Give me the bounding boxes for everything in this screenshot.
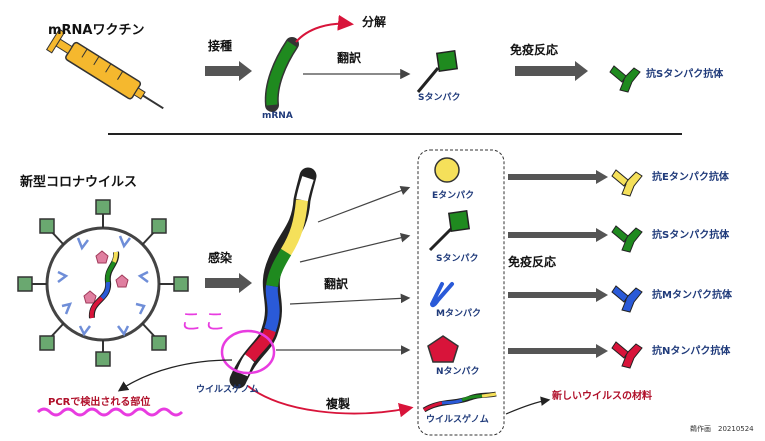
label-translation-top: 翻訳 xyxy=(337,51,362,65)
degradation-arrow-icon xyxy=(295,14,354,43)
label-anti-s-top: 抗Sタンパク抗体 xyxy=(646,69,724,80)
label-anti-e: 抗Eタンパク抗体 xyxy=(652,172,729,183)
s-protein-bottom-icon xyxy=(428,209,471,252)
label-anti-m: 抗Mタンパク抗体 xyxy=(652,290,732,301)
arrow-inoculation-icon xyxy=(205,61,252,81)
label-degradation: 分解 xyxy=(362,15,387,29)
antibody-s-icon xyxy=(611,225,643,253)
arrow-immune-top-icon xyxy=(515,61,588,81)
m-protein-icon xyxy=(429,282,454,308)
antibody-s-top-icon xyxy=(609,65,641,93)
antibody-m-icon xyxy=(611,285,643,313)
label-mrna: mRNA xyxy=(262,111,293,121)
label-anti-n: 抗Nタンパク抗体 xyxy=(652,346,731,357)
pcr-arrow-icon xyxy=(117,359,233,392)
e-protein-icon xyxy=(434,157,460,183)
label-s-protein: Sタンパク xyxy=(436,254,479,264)
genome-small-icon xyxy=(422,391,497,413)
n-protein-icon xyxy=(427,335,459,363)
label-immune-top: 免疫反応 xyxy=(510,43,559,57)
pcr-wavy-underline xyxy=(36,407,184,417)
immune-arrows-icon xyxy=(508,170,608,358)
replication-arrow-icon xyxy=(247,385,414,418)
antibody-e-icon xyxy=(611,169,643,197)
syringe-icon xyxy=(45,28,164,110)
label-replication: 複製 xyxy=(326,397,351,411)
protein-box xyxy=(417,149,505,436)
new-material-arrow-icon xyxy=(505,396,551,415)
arrow-infection-icon xyxy=(205,273,252,293)
label-here: ここ xyxy=(180,310,229,335)
label-genome: ウイルスゲノム xyxy=(196,385,259,395)
pcr-target-highlight xyxy=(220,329,276,375)
label-pcr: PCRで検出される部位 xyxy=(48,397,151,408)
vaccine-title: mRNAワクチン xyxy=(48,23,145,38)
label-box-genome: ウイルスゲノム xyxy=(426,415,489,425)
coronavirus-icon xyxy=(17,199,189,367)
label-immune-bottom: 免疫反応 xyxy=(508,255,557,269)
label-s-protein-top: Sタンパク xyxy=(418,93,461,103)
s-protein-icon xyxy=(416,49,459,93)
credit: 鵜作画 20210524 xyxy=(690,425,754,433)
label-m-protein: Mタンパク xyxy=(436,309,481,319)
antibody-n-icon xyxy=(611,341,643,369)
translation-arrows-icon xyxy=(276,186,411,355)
label-new-material: 新しいウイルスの材料 xyxy=(552,391,652,402)
label-n-protein: Nタンパク xyxy=(436,367,480,377)
label-translation-bottom: 翻訳 xyxy=(324,277,349,291)
viral-genome-strand-icon xyxy=(229,167,317,389)
coronavirus-title: 新型コロナウイルス xyxy=(20,175,138,190)
label-inoculation: 接種 xyxy=(208,39,233,53)
label-anti-s: 抗Sタンパク抗体 xyxy=(652,230,730,241)
label-e-protein: Eタンパク xyxy=(432,191,475,201)
label-infection: 感染 xyxy=(208,251,233,265)
